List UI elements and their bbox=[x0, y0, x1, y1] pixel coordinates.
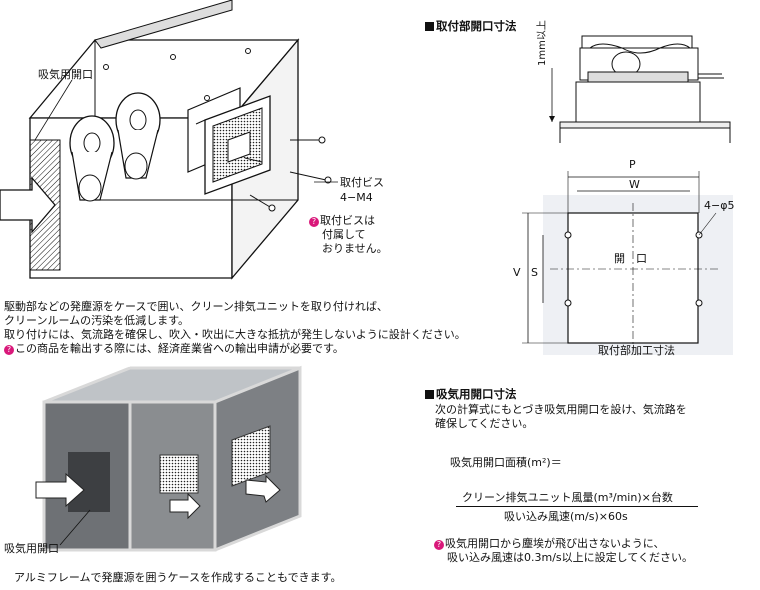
intake-opening-label: 吸気用開口 bbox=[38, 68, 93, 81]
info-icon: ? bbox=[309, 217, 319, 227]
frame-caption: アルミフレームで発塵源を囲うケースを作成することもできます。 bbox=[14, 571, 342, 584]
mount-cutout-diagram bbox=[522, 171, 733, 355]
dim-P: P bbox=[629, 158, 636, 171]
intake-note-2: 吸い込み風速は0.3m/s以上に設定してください。 bbox=[447, 551, 693, 564]
screw-icon bbox=[244, 136, 332, 212]
info-icon: ? bbox=[434, 540, 444, 550]
description-text: 駆動部などの発塵源をケースで囲い、クリーン排気ユニットを取り付ければ、 クリーン… bbox=[4, 300, 466, 355]
motor-pulley-right bbox=[115, 92, 161, 180]
frame-intake-label: 吸気用開口 bbox=[4, 542, 59, 555]
intake-desc-1: 次の計算式にもとづき吸気用開口を設け、気流路を bbox=[435, 403, 687, 416]
screw-spec-label: 4−M4 bbox=[340, 191, 373, 204]
cutout-caption: 取付部加工寸法 bbox=[598, 344, 675, 357]
mount-section-title: 取付部開口寸法 bbox=[425, 18, 517, 34]
screw-label: 取付ビス bbox=[340, 176, 384, 189]
motor-pulley-left bbox=[69, 115, 115, 202]
intake-section-title: 吸気用開口寸法 bbox=[425, 386, 517, 402]
enclosure-diagram bbox=[0, 0, 338, 280]
screw-note: ?取付ビスは 付属して おりません。 bbox=[309, 214, 388, 256]
dim-V: V bbox=[513, 266, 521, 279]
info-icon: ? bbox=[4, 345, 14, 355]
exhaust-unit bbox=[187, 87, 271, 195]
fraction-bar bbox=[456, 506, 698, 507]
dim-W: W bbox=[629, 178, 640, 191]
formula-numerator: クリーン排気ユニット風量(m³/min)×台数 bbox=[462, 491, 673, 504]
dim-S: S bbox=[531, 266, 538, 279]
mount-side-view bbox=[549, 35, 731, 143]
formula-denominator: 吸い込み風速(m/s)×60s bbox=[504, 510, 628, 523]
intake-arrow bbox=[0, 176, 56, 234]
formula-lhs: 吸気用開口面積(m²)＝ bbox=[450, 456, 562, 469]
intake-note-1: ?吸気用開口から塵埃が飛び出さないように、 bbox=[434, 537, 664, 551]
intake-desc-2: 確保してください。 bbox=[435, 417, 534, 430]
clearance-label: 1mm以上 bbox=[537, 20, 548, 66]
frame-case-diagram bbox=[35, 365, 302, 552]
hole-spec: 4−φ5 bbox=[704, 199, 735, 212]
opening-label: 開 口 bbox=[614, 252, 647, 265]
